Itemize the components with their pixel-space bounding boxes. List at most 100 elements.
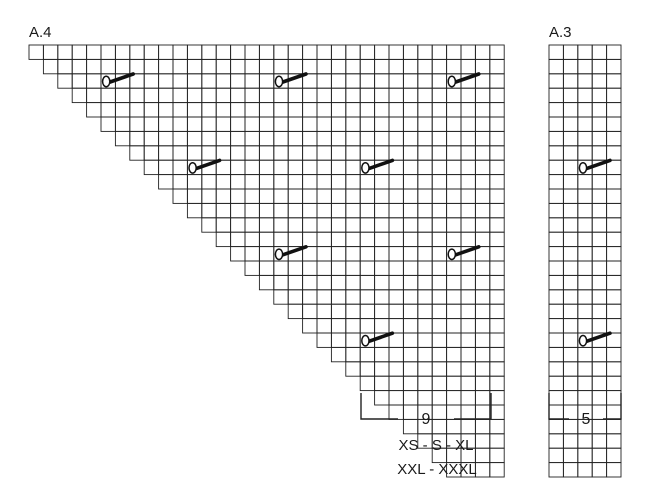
grid-cell (100, 44, 116, 60)
grid-cell (345, 231, 361, 248)
chart-a3-width-label: 5 (582, 411, 591, 428)
grid-cell (402, 188, 419, 204)
grid-cell (431, 346, 448, 363)
grid-cell (606, 73, 622, 89)
yarn-over-icon (361, 158, 395, 174)
grid-cell (172, 130, 188, 147)
grid-cell (548, 188, 564, 204)
grid-cell (446, 174, 462, 190)
grid-cell (345, 145, 361, 161)
grid-cell (489, 433, 505, 449)
grid-cell (402, 418, 419, 435)
grid-cell (201, 73, 217, 89)
grid-cell (359, 361, 376, 377)
grid-cell (330, 260, 347, 276)
grid-cell (302, 217, 318, 233)
grid-cell (287, 87, 304, 104)
grid-cell (489, 174, 505, 190)
grid-cell (591, 231, 608, 248)
grid-cell (460, 217, 476, 233)
grid-cell (57, 58, 73, 75)
chart-a4-symbols (101, 72, 481, 347)
grid-cell (562, 418, 579, 435)
grid-cell (258, 231, 275, 248)
grid-cell (114, 116, 131, 132)
grid-cell (230, 130, 246, 147)
grid-cell (548, 346, 564, 363)
grid-cell (474, 188, 491, 204)
grid-cell (460, 130, 476, 147)
grid-cell (172, 73, 188, 89)
grid-cell (258, 246, 275, 262)
grid-cell (402, 318, 419, 334)
grid-cell (302, 318, 318, 334)
grid-cell (345, 87, 361, 104)
grid-cell (316, 87, 332, 104)
grid-cell (143, 159, 160, 176)
grid-cell (316, 174, 332, 190)
grid-cell (273, 231, 289, 248)
grid-cell (591, 260, 608, 276)
grid-cell (474, 159, 491, 176)
grid-cell (345, 346, 361, 363)
grid-cell (129, 130, 145, 147)
grid-cell (388, 318, 404, 334)
grid-cell (388, 73, 404, 89)
grid-cell (460, 116, 476, 132)
grid-cell (388, 303, 404, 320)
grid-cell (302, 102, 318, 118)
grid-cell (431, 361, 448, 377)
grid-cell (489, 418, 505, 435)
grid-cell (388, 217, 404, 233)
grid-cell (186, 145, 203, 161)
grid-cell (244, 130, 260, 147)
grid-cell (591, 44, 608, 60)
grid-cell (431, 217, 448, 233)
grid-cell (230, 217, 246, 233)
grid-cell (402, 130, 419, 147)
grid-cell (402, 102, 419, 118)
grid-cell (591, 404, 608, 420)
grid-cell (345, 303, 361, 320)
grid-cell (230, 174, 246, 190)
grid-cell (489, 202, 505, 219)
grid-cell (388, 346, 404, 363)
size-label-line-1: XS - S - XL (398, 437, 473, 454)
grid-cell (244, 87, 260, 104)
grid-cell (287, 102, 304, 118)
grid-cell (359, 246, 376, 262)
grid-cell (201, 44, 217, 60)
grid-cell (388, 130, 404, 147)
grid-cell (287, 289, 304, 305)
grid-cell (302, 87, 318, 104)
grid-cell (606, 346, 622, 363)
grid-cell (374, 303, 390, 320)
grid-cell (431, 58, 448, 75)
grid-cell (316, 102, 332, 118)
grid-cell (431, 418, 448, 435)
grid-cell (186, 58, 203, 75)
grid-cell (591, 289, 608, 305)
grid-cell (577, 217, 593, 233)
grid-cell (215, 116, 232, 132)
grid-cell (446, 102, 462, 118)
grid-cell (548, 404, 564, 420)
grid-cell (374, 361, 390, 377)
grid-cell (201, 102, 217, 118)
grid-cell (345, 58, 361, 75)
grid-cell (606, 375, 622, 392)
grid-cell (158, 58, 174, 75)
grid-cell (562, 145, 579, 161)
grid-cell (244, 159, 260, 176)
grid-cell (287, 44, 304, 60)
chart-a4-width-label: 9 (422, 411, 431, 428)
grid-cell (287, 174, 304, 190)
grid-cell (316, 116, 332, 132)
grid-cell (577, 58, 593, 75)
grid-cell (606, 231, 622, 248)
grid-cell (374, 346, 390, 363)
grid-cell (374, 260, 390, 276)
grid-cell (431, 102, 448, 118)
grid-cell (273, 289, 289, 305)
